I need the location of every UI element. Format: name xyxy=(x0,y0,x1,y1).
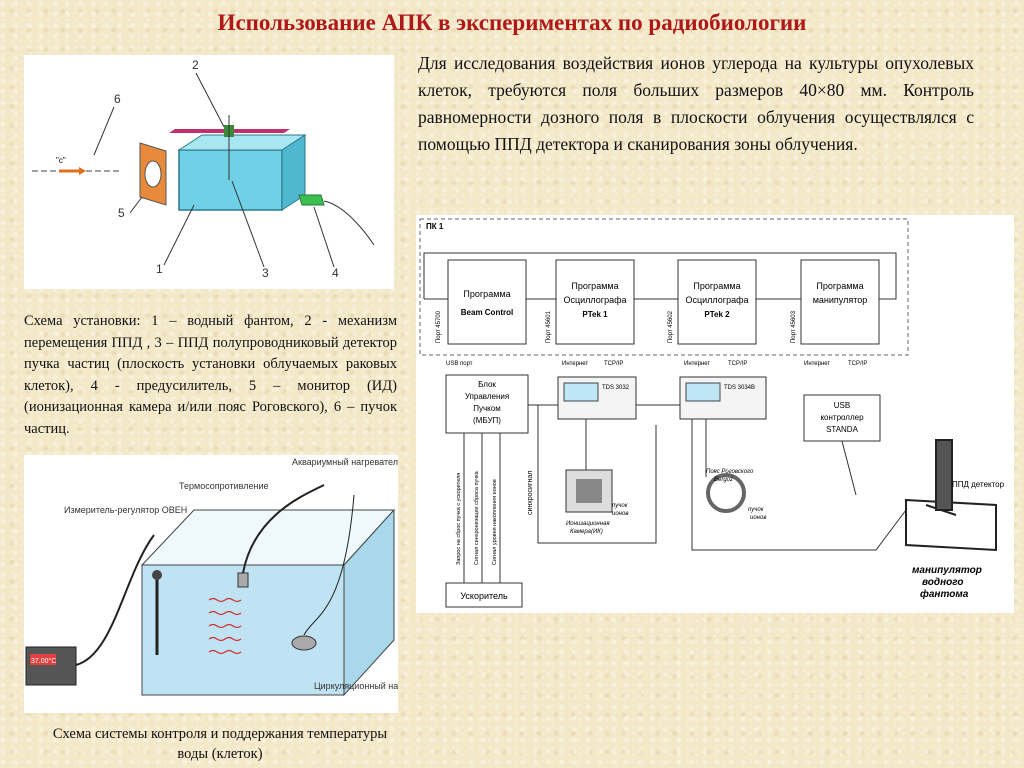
svg-text:пучок: пучок xyxy=(612,503,629,509)
svg-text:водного: водного xyxy=(922,577,963,588)
svg-text:6: 6 xyxy=(114,92,121,106)
svg-text:TCP/IP: TCP/IP xyxy=(728,361,747,367)
svg-text:5: 5 xyxy=(118,206,125,220)
svg-text:TDS 3032: TDS 3032 xyxy=(602,385,630,391)
svg-text:ПК 1: ПК 1 xyxy=(426,222,444,231)
svg-text:ионов: ионов xyxy=(750,515,766,521)
page-title: Использование АПК в экспериментах по рад… xyxy=(217,10,807,35)
svg-text:PTek 1: PTek 1 xyxy=(582,310,608,319)
svg-text:синхросигнал: синхросигнал xyxy=(527,471,534,515)
svg-text:2: 2 xyxy=(192,58,199,72)
svg-text:PTek 2: PTek 2 xyxy=(704,310,730,319)
svg-text:USB: USB xyxy=(834,401,850,410)
svg-text:Управления: Управления xyxy=(465,392,509,401)
svg-text:Осциллографа: Осциллографа xyxy=(564,295,627,305)
svg-text:TCP/IP: TCP/IP xyxy=(604,361,623,367)
thermo-diagram-panel: 37.00°C Измеритель-регулятор ОВЕН Термос… xyxy=(24,455,413,713)
svg-text:Интернет: Интернет xyxy=(684,361,710,367)
svg-text:пучок: пучок xyxy=(748,507,765,513)
svg-text:Интернет: Интернет xyxy=(804,361,830,367)
svg-text:Ускоритель: Ускоритель xyxy=(460,591,508,601)
svg-text:Пучком: Пучком xyxy=(473,404,500,413)
svg-text:Камера(ИК): Камера(ИК) xyxy=(570,529,603,535)
svg-text:37.00°C: 37.00°C xyxy=(31,657,56,665)
svg-text:TDS 3034B: TDS 3034B xyxy=(724,385,755,391)
svg-text:Программа: Программа xyxy=(463,289,510,299)
svg-text:STANDA: STANDA xyxy=(826,425,859,434)
svg-text:1: 1 xyxy=(156,262,163,276)
svg-text:Ионизационная: Ионизационная xyxy=(566,521,610,527)
svg-text:USB порт: USB порт xyxy=(446,361,473,367)
svg-text:контроллер: контроллер xyxy=(820,413,864,422)
svg-text:ионов: ионов xyxy=(612,511,628,517)
svg-text:Сигнал уровня накопления ионов: Сигнал уровня накопления ионов xyxy=(492,479,498,565)
svg-text:Bergoz: Bergoz xyxy=(714,477,733,483)
svg-text:Интернет: Интернет xyxy=(562,361,588,367)
svg-text:4: 4 xyxy=(332,266,339,280)
svg-text:Пояс Роговского: Пояс Роговского xyxy=(706,469,754,475)
svg-text:Блок: Блок xyxy=(478,380,496,389)
svg-text:Измеритель-регулятор ОВЕН: Измеритель-регулятор ОВЕН xyxy=(64,505,187,515)
setup-diagram-panel: "c" 6 2 5 1 3 4 xyxy=(24,55,394,289)
svg-text:Программа: Программа xyxy=(693,281,740,291)
setup-diagram: "c" 6 2 5 1 3 4 xyxy=(32,58,375,280)
svg-text:TCP/IP: TCP/IP xyxy=(848,361,867,367)
setup-caption: Схема установки: 1 – водный фантом, 2 - … xyxy=(24,313,397,437)
svg-text:3: 3 xyxy=(262,266,269,280)
block-diagram: ПК 1 Программа Beam Control Программа Ос… xyxy=(419,218,1005,608)
svg-text:Термосопротивление: Термосопротивление xyxy=(179,481,268,491)
svg-text:Порт 45603: Порт 45603 xyxy=(791,310,797,343)
svg-text:Циркуляционный насос: Циркуляционный насос xyxy=(314,681,398,691)
svg-text:ППД детектор: ППД детектор xyxy=(952,480,1005,489)
svg-text:манипулятор: манипулятор xyxy=(813,295,868,305)
svg-text:Порт 45601: Порт 45601 xyxy=(546,310,552,343)
svg-text:Аквариумный нагреватель: Аквариумный нагреватель xyxy=(292,457,398,467)
svg-text:Порт 45700: Порт 45700 xyxy=(436,310,442,343)
svg-text:Запрос на сброс пучка с ускори: Запрос на сброс пучка с ускорителя xyxy=(456,473,462,565)
svg-text:(МБУП): (МБУП) xyxy=(473,416,501,425)
svg-text:Сигнал синхронизации сброса пу: Сигнал синхронизации сброса пучка xyxy=(474,470,480,565)
description-paragraph: Для исследования воздействия ионов углер… xyxy=(418,53,974,154)
svg-text:Программа: Программа xyxy=(571,281,618,291)
svg-text:"c": "c" xyxy=(56,156,66,165)
svg-text:фантома: фантома xyxy=(920,588,969,600)
svg-text:Beam Control: Beam Control xyxy=(461,308,513,317)
block-diagram-panel: ПК 1 Программа Beam Control Программа Ос… xyxy=(416,215,1014,613)
svg-text:Программа: Программа xyxy=(816,281,863,291)
svg-text:Порт 45602: Порт 45602 xyxy=(668,310,674,343)
thermo-diagram: 37.00°C Измеритель-регулятор ОВЕН Термос… xyxy=(25,457,413,697)
svg-text:Осциллографа: Осциллографа xyxy=(686,295,749,305)
svg-text:манипулятор: манипулятор xyxy=(912,565,982,576)
thermo-caption: Схема системы контроля и поддержания тем… xyxy=(52,726,388,762)
